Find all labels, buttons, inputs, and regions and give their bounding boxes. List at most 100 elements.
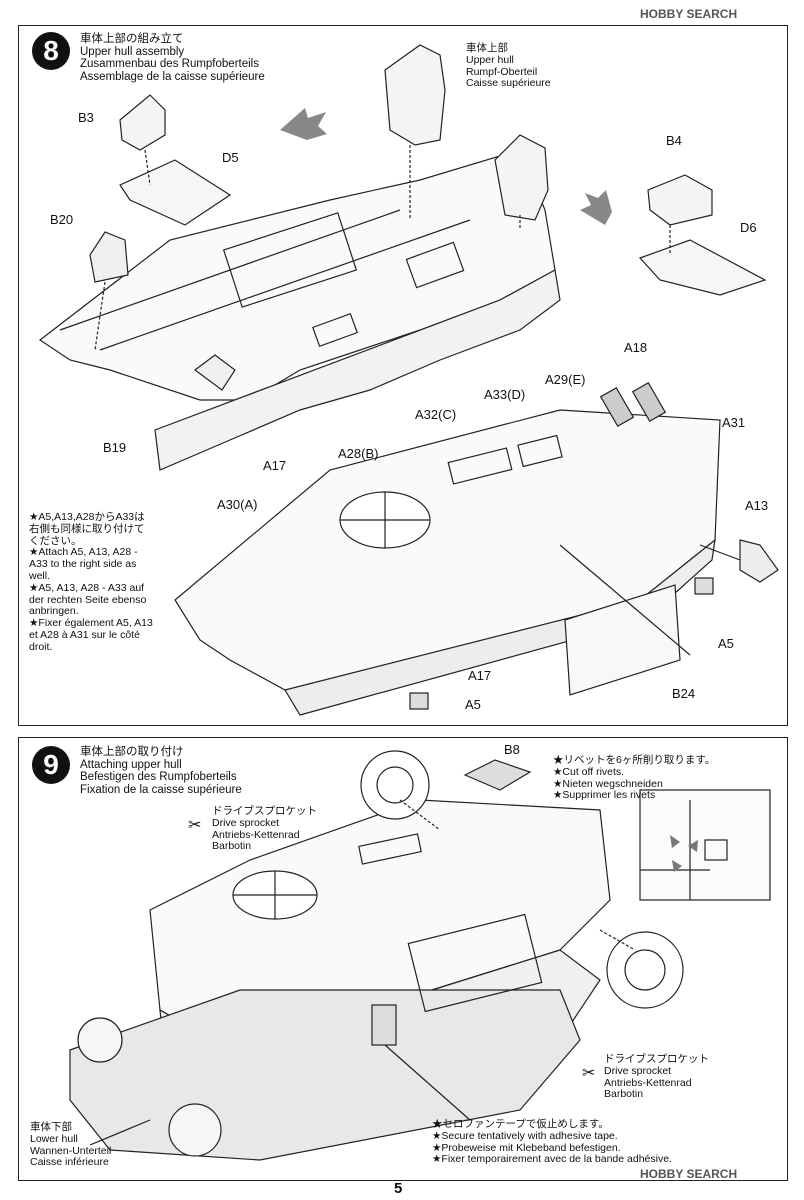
tape-note-fr: ★Fixer temporairement avec de la bande a…: [432, 1153, 672, 1166]
part-a5-right: [694, 577, 714, 595]
rivet-note-de: ★Nieten wegschneiden: [553, 777, 663, 790]
sprocket-label-ja: ドライブスプロケット: [212, 805, 317, 817]
note-line: ★Fixer également A5, A13: [29, 617, 153, 630]
step-9-title-de: Befestigen des Rumpfoberteils: [80, 771, 237, 783]
part-a5-bottom: [409, 692, 429, 710]
rivet-note-ja: ★リベットを6ヶ所削り取ります。: [553, 754, 716, 766]
part-b19: [193, 354, 236, 391]
step-8-title-en: Upper hull assembly: [80, 45, 185, 58]
upper-hull-label-en: Upper hull: [466, 53, 514, 66]
step-8-number: 8: [32, 32, 70, 70]
label-d6: D6: [740, 220, 757, 235]
rivet-note: ★リベットを6ヶ所削り取ります。 ★Cut off rivets. ★Niete…: [553, 754, 716, 802]
sprocket-label-de: Antriebs-Kettenrad: [212, 828, 300, 841]
part-b24: [564, 584, 681, 696]
step-8-note: ★A5,A13,A28からA33は 右側も同様に取り付けて ください。 ★Att…: [29, 511, 153, 654]
label-a18: A18: [624, 340, 648, 355]
label-a5-bottom: A5: [465, 697, 481, 712]
note-line: 右側も同様に取り付けて: [29, 522, 145, 535]
note-line: et A28 à A31 sur le côté: [29, 628, 140, 641]
lower-hull-label-de: Wannen-Unterteil: [30, 1144, 112, 1157]
sprocket-label-en: Drive sprocket: [212, 816, 280, 829]
note-line: anbringen.: [29, 605, 79, 618]
step-9-title: 車体上部の取り付け Attaching upper hull Befestige…: [80, 746, 242, 796]
upper-hull-label-fr: Caisse supérieure: [466, 77, 551, 90]
note-line: ください。: [29, 534, 82, 547]
label-b3: B3: [78, 110, 94, 125]
scissors-icon: ✂: [188, 817, 202, 834]
step-9-title-ja: 車体上部の取り付け: [80, 746, 184, 758]
note-line: droit.: [29, 640, 53, 653]
tape-note-ja: ★セロファンテープで仮止めします。: [432, 1118, 609, 1130]
drive-sprocket-left: [360, 750, 430, 820]
rivet-arrow: [688, 840, 698, 852]
part-b20: [89, 231, 129, 283]
lower-hull-label: 車体下部 Lower hull Wannen-Unterteil Caisse …: [30, 1121, 112, 1169]
step-9-number: 9: [32, 746, 70, 784]
watermark-top: HOBBY SEARCH: [640, 7, 738, 21]
tape-note-de: ★Probeweise mit Klebeband befestigen.: [432, 1141, 621, 1154]
step-8-title: 車体上部の組み立て Upper hull assembly Zusammenba…: [80, 33, 265, 83]
label-a5-right: A5: [718, 636, 734, 651]
lower-hull-label-fr: Caisse inférieure: [30, 1156, 109, 1169]
upper-hull-label-de: Rumpf-Oberteil: [466, 65, 538, 78]
lower-hull-label-ja: 車体下部: [30, 1121, 72, 1133]
direction-arrow-left: [280, 108, 327, 140]
step-8-title-ja: 車体上部の組み立て: [80, 33, 184, 45]
part-b4: [647, 174, 713, 226]
drive-sprocket-right: [606, 931, 684, 1009]
page-number: 5: [394, 1180, 403, 1197]
tape-note-en: ★Secure tentatively with adhesive tape.: [432, 1129, 618, 1142]
sprocket-label-en: Drive sprocket: [604, 1064, 672, 1077]
note-line: ★A5, A13, A28 - A33 auf: [29, 581, 145, 594]
step-9-title-en: Attaching upper hull: [80, 758, 182, 771]
label-a29: A29(E): [545, 372, 586, 387]
scissors-icon: ✂: [582, 1065, 596, 1082]
label-a13: A13: [745, 498, 769, 513]
step-8-title-fr: Assemblage de la caisse supérieure: [80, 70, 265, 83]
part-hull-upper-right: [494, 134, 549, 221]
watermark: HOBBY SEARCH: [640, 1167, 738, 1181]
note-line: der rechten Seite ebenso: [29, 593, 147, 606]
step-8-title-de: Zusammenbau des Rumpfoberteils: [80, 58, 259, 70]
adhesive-tape: [371, 1004, 397, 1046]
sprocket-label-fr: Barbotin: [604, 1088, 644, 1101]
note-line: ★Attach A5, A13, A28 -: [29, 546, 138, 559]
road-wheel: [168, 1103, 222, 1157]
part-hull-upper-left: [384, 44, 446, 146]
lower-hull-label-en: Lower hull: [30, 1132, 78, 1145]
note-line: A33 to the right side as: [29, 558, 137, 571]
sprocket-label-fr: Barbotin: [212, 840, 252, 853]
drive-sprocket-left-label: ドライブスプロケット Drive sprocket Antriebs-Kette…: [212, 805, 317, 853]
note-line: well.: [29, 569, 51, 582]
label-a28: A28(B): [338, 446, 379, 461]
label-a17-bottom: A17: [468, 668, 492, 683]
label-a33: A33(D): [484, 387, 526, 402]
label-a32: A32(C): [415, 407, 457, 422]
label-b24: B24: [672, 686, 696, 701]
rivet-note-en: ★Cut off rivets.: [553, 765, 625, 778]
label-b20: B20: [50, 212, 74, 227]
label-d5: D5: [222, 150, 239, 165]
label-b8: B8: [504, 742, 520, 757]
upper-hull-label-ja: 車体上部: [466, 42, 508, 54]
label-b19: B19: [103, 440, 127, 455]
road-wheel: [77, 1017, 123, 1063]
sprocket-label-de: Antriebs-Kettenrad: [604, 1076, 692, 1089]
upper-hull-side: [154, 269, 561, 471]
rivet-arrow: [670, 835, 680, 848]
part-d5: [119, 159, 232, 226]
part-a13: [739, 539, 779, 583]
upper-hull-part-label: 車体上部 Upper hull Rumpf-Oberteil Caisse su…: [466, 42, 551, 90]
part-a18: [599, 386, 635, 428]
tape-note: ★セロファンテープで仮止めします。 ★Secure tentatively wi…: [432, 1118, 672, 1166]
rivet-arrow: [672, 860, 682, 872]
label-b4: B4: [666, 133, 682, 148]
note-line: ★A5,A13,A28からA33は: [29, 511, 145, 523]
label-a17-top: A17: [263, 458, 287, 473]
label-a31: A31: [722, 415, 746, 430]
part-b8: [463, 759, 532, 791]
drive-sprocket-right-label: ドライブスプロケット Drive sprocket Antriebs-Kette…: [604, 1053, 709, 1101]
